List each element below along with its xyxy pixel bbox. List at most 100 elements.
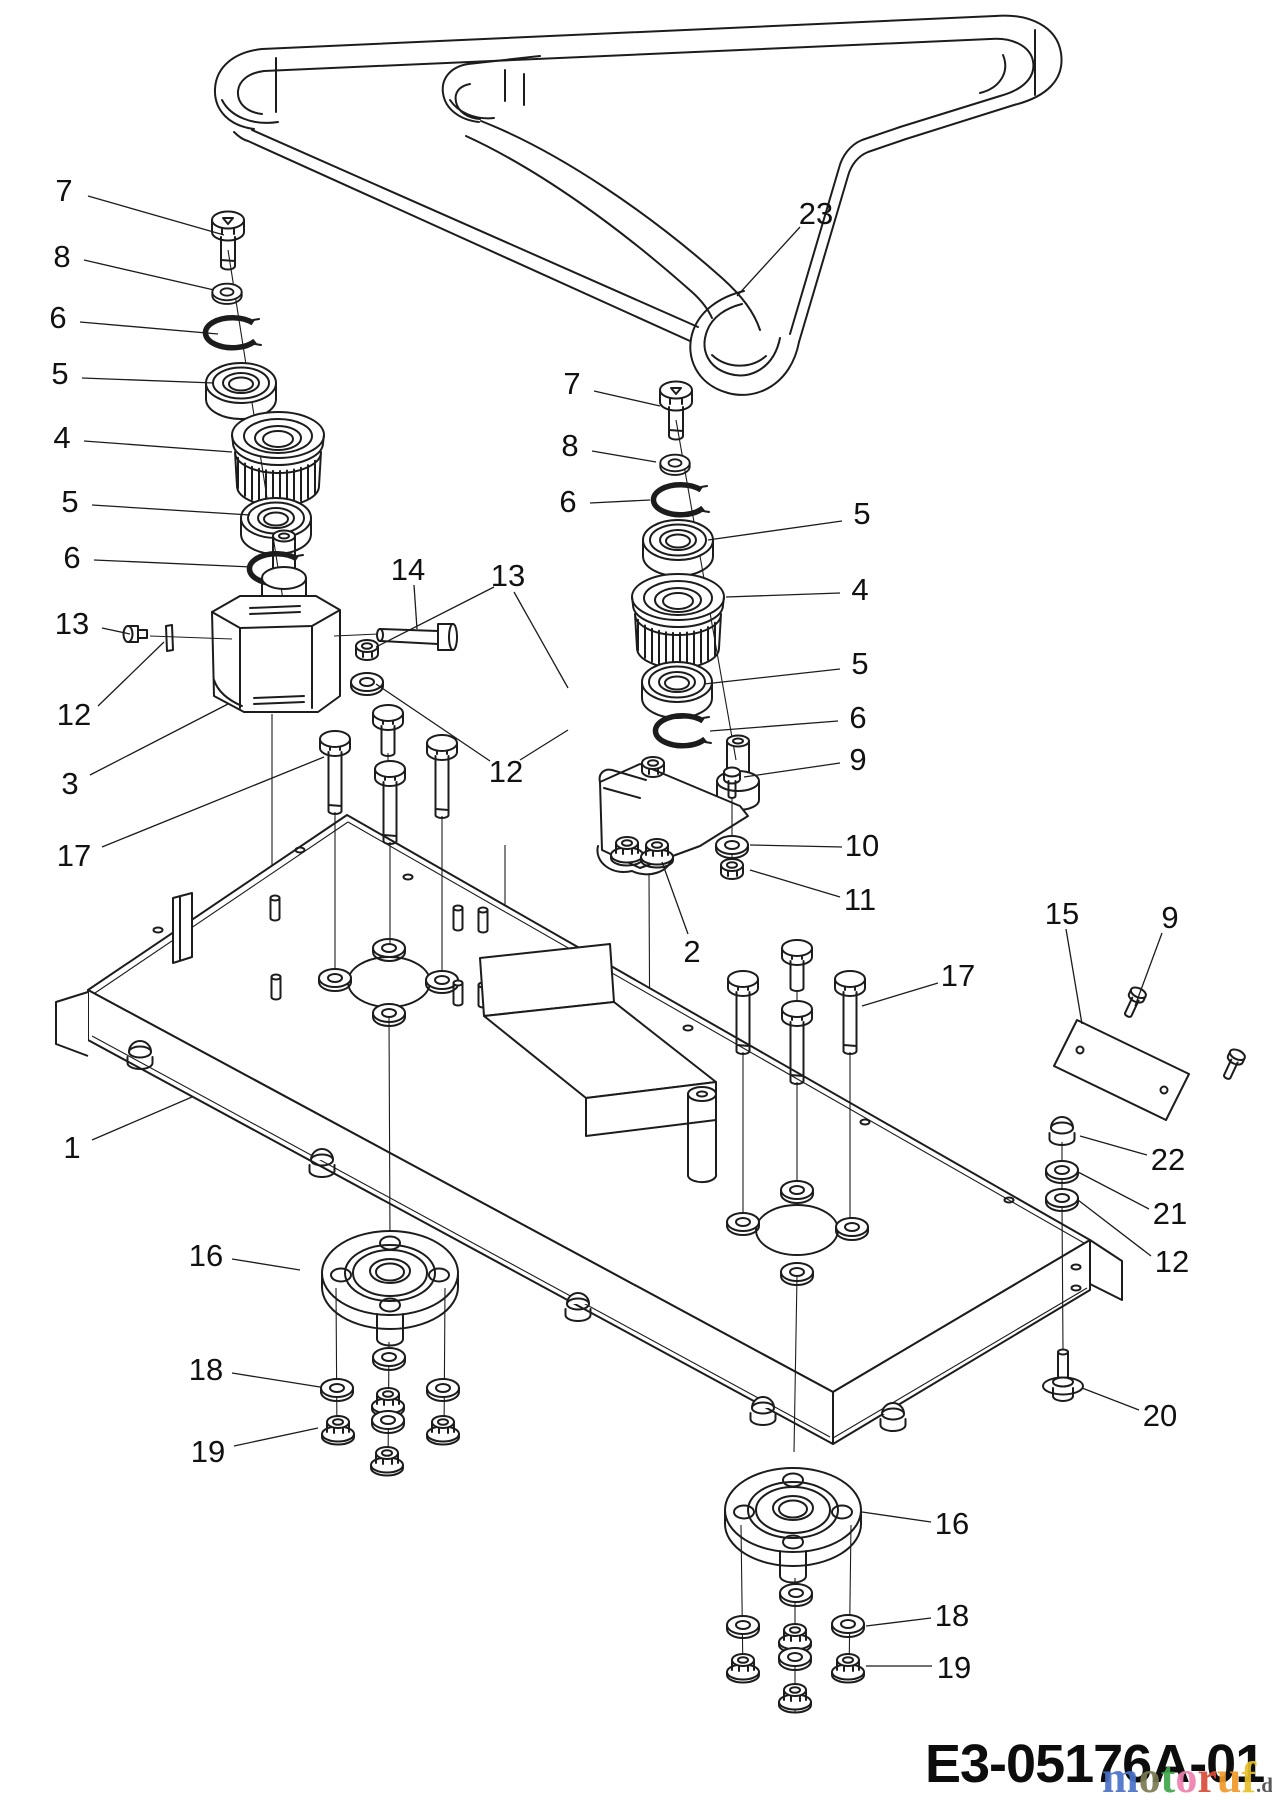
leader-line-9	[743, 762, 841, 778]
leader-line-12	[97, 641, 165, 707]
leader-line-12	[519, 729, 569, 761]
callout-label-5: 5	[51, 356, 68, 391]
leader-line-6	[79, 321, 219, 335]
callout-label-5: 5	[61, 484, 78, 519]
callout-label-14: 14	[391, 552, 425, 587]
leader-line-8	[83, 259, 215, 291]
spindle-left	[320, 1230, 460, 1477]
leader-line-14	[413, 584, 418, 630]
callout-label-21: 21	[1153, 1196, 1187, 1231]
callout-label-2: 2	[683, 934, 700, 969]
leader-line-22	[1079, 1135, 1148, 1156]
watermark-motoruf: motoruf.de	[1102, 1753, 1272, 1800]
leader-line-16	[861, 1511, 932, 1523]
cover-plate	[1053, 984, 1248, 1121]
leader-line-13	[513, 591, 569, 689]
callout-label-6: 6	[63, 540, 80, 575]
callout-label-1: 1	[63, 1130, 80, 1165]
right-fastener-column	[1042, 1116, 1084, 1402]
right-pulley-stack	[631, 380, 737, 761]
leader-line-6	[589, 499, 651, 504]
leader-line-4	[83, 440, 233, 453]
leader-line-23	[736, 226, 801, 297]
leader-line-16	[231, 1258, 301, 1271]
callout-label-15: 15	[1045, 896, 1079, 931]
leader-line-7	[87, 195, 225, 236]
idler-bracket-left	[122, 529, 458, 1006]
callout-label-12: 12	[1155, 1244, 1189, 1279]
leader-line-3	[89, 703, 229, 776]
callout-label-16: 16	[189, 1238, 223, 1273]
leader-line-4	[725, 592, 841, 598]
leader-line-1	[91, 1096, 193, 1141]
callout-label-9: 9	[1161, 900, 1178, 935]
clevis-pin-14	[333, 623, 458, 651]
callout-label-5: 5	[853, 496, 870, 531]
leader-line-18	[865, 1617, 932, 1627]
spindle-right	[724, 1467, 865, 1714]
callout-label-20: 20	[1143, 1398, 1177, 1433]
callout-label-7: 7	[55, 173, 72, 208]
left-pulley-stack	[205, 210, 325, 607]
leader-line-5	[81, 377, 215, 384]
leader-line-8	[591, 450, 657, 463]
key-12	[165, 624, 174, 652]
callout-label-17: 17	[57, 838, 91, 873]
callout-label-22: 22	[1151, 1142, 1185, 1177]
leader-line-18	[231, 1372, 321, 1388]
leader-line-17	[101, 756, 325, 848]
leader-line-5	[703, 668, 841, 685]
callout-label-19: 19	[937, 1650, 971, 1685]
callout-label-10: 10	[845, 828, 879, 863]
leader-line-10	[749, 844, 843, 848]
bolt-9	[723, 766, 741, 799]
baffle-channel	[479, 943, 717, 1137]
bolt	[211, 210, 245, 271]
leader-line-7	[593, 390, 661, 407]
callout-label-6: 6	[49, 300, 66, 335]
drive-belt	[213, 14, 1063, 396]
callout-label-5: 5	[851, 646, 868, 681]
callout-label-12: 12	[57, 697, 91, 732]
leader-line-20	[1081, 1387, 1140, 1411]
callout-label-4: 4	[53, 420, 70, 455]
deck-bolt-group-left	[319, 704, 458, 1241]
callout-label-8: 8	[561, 428, 578, 463]
leader-line-11	[749, 869, 841, 898]
deck-bolt-group-right	[727, 939, 866, 1453]
leader-line-9	[1134, 932, 1163, 1007]
callout-label-18: 18	[189, 1352, 223, 1387]
leader-line-13	[375, 586, 495, 648]
callout-label-13: 13	[491, 558, 525, 593]
callout-label-7: 7	[563, 366, 580, 401]
leader-line-19	[233, 1427, 319, 1447]
callout-label-12: 12	[489, 754, 523, 789]
callout-label-9: 9	[849, 742, 866, 777]
deck-plate	[55, 814, 1123, 1445]
callout-label-16: 16	[935, 1506, 969, 1541]
leader-line-6	[93, 559, 253, 568]
leader-line-13	[101, 627, 131, 635]
callout-label-17: 17	[941, 958, 975, 993]
callout-label-8: 8	[53, 239, 70, 274]
callout-label-13: 13	[55, 606, 89, 641]
leader-line-2	[661, 861, 689, 935]
leader-line-12	[1077, 1199, 1152, 1257]
leader-line-12	[375, 683, 491, 762]
leader-line-5	[91, 504, 251, 516]
roller	[687, 1086, 718, 1184]
leader-line-15	[1065, 928, 1083, 1025]
callout-label-6: 6	[559, 484, 576, 519]
leader-line-17	[861, 982, 939, 1007]
callout-label-23: 23	[799, 196, 833, 231]
drawing-number: E3-05176A-01	[925, 1734, 1264, 1794]
callout-label-3: 3	[61, 766, 78, 801]
callout-label-18: 18	[935, 1598, 969, 1633]
leader-line-5	[707, 520, 843, 541]
callout-label-11: 11	[844, 882, 876, 917]
bolt-20	[1042, 1348, 1084, 1402]
leader-line-6	[709, 720, 839, 732]
